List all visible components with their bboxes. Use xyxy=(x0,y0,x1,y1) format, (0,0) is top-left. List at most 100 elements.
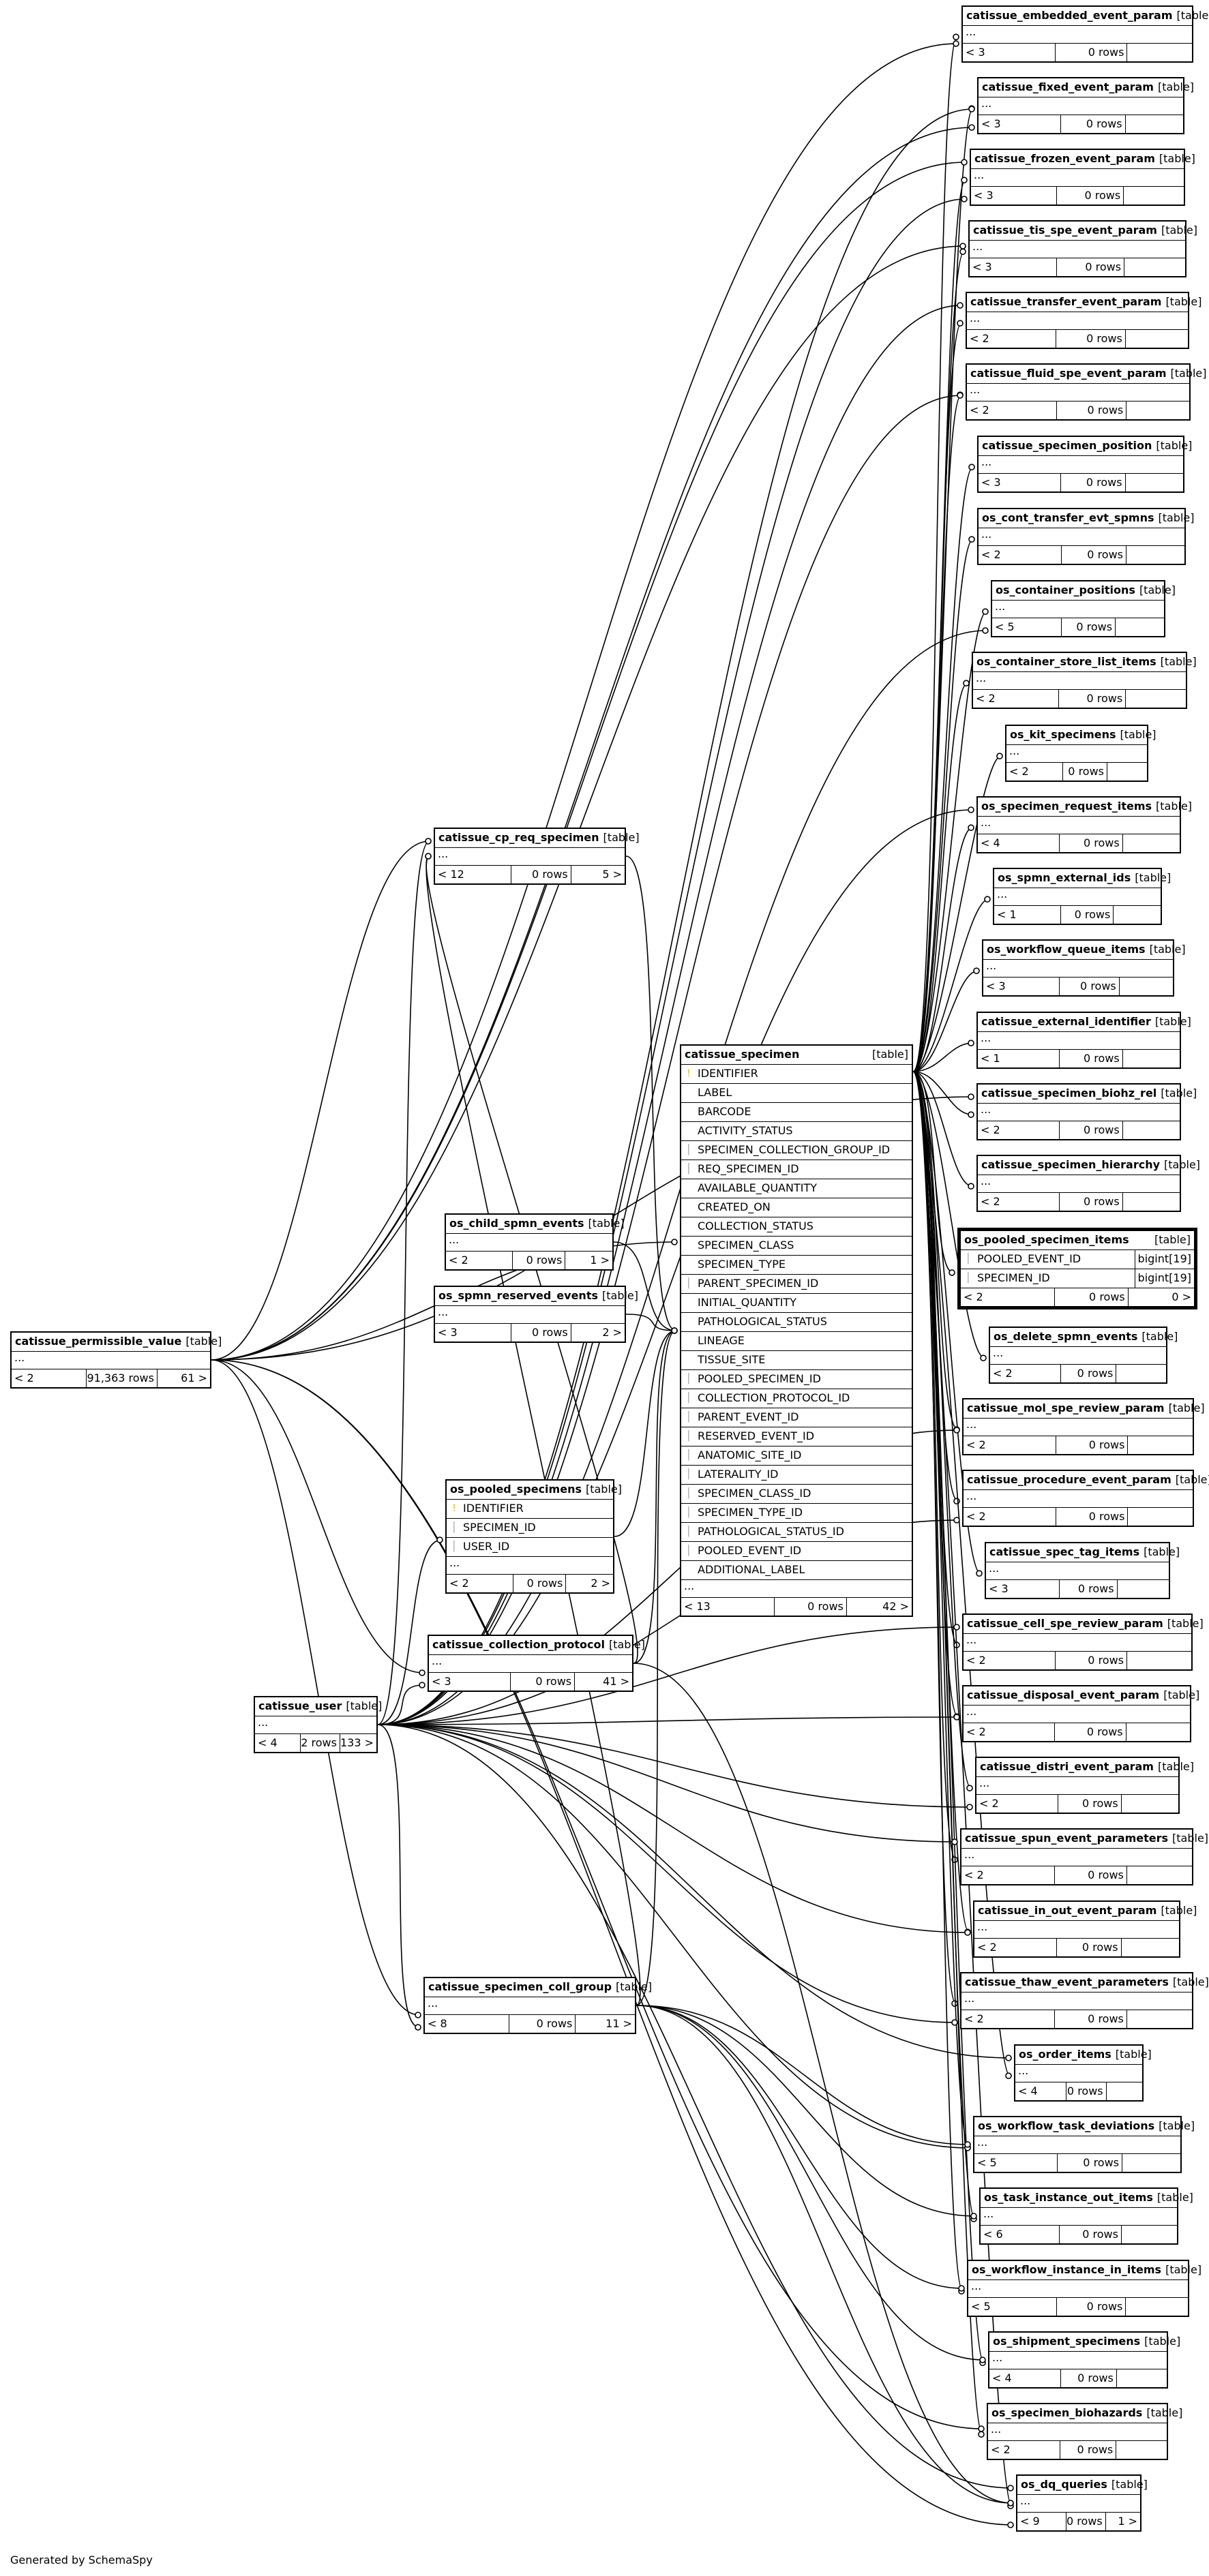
children-count[interactable]: < 2 xyxy=(967,401,1057,419)
table-catissue_procedure_event_param[interactable]: catissue_procedure_event_param[table]...… xyxy=(962,1470,1209,1527)
table-name[interactable]: os_cont_transfer_evt_spmns xyxy=(982,511,1154,524)
table-header[interactable]: os_workflow_queue_items[table] xyxy=(983,941,1186,960)
table-header[interactable]: catissue_cp_req_specimen[table] xyxy=(435,829,640,848)
table-name[interactable]: catissue_distri_event_param xyxy=(980,1760,1154,1773)
children-count[interactable]: < 2 xyxy=(446,1252,513,1269)
row-count[interactable]: 0 rows xyxy=(1057,401,1127,419)
parents-count[interactable] xyxy=(1128,1508,1193,1526)
children-count[interactable]: < 2 xyxy=(976,1795,1058,1813)
row-count[interactable]: 0 rows xyxy=(1058,2154,1122,2172)
parents-count[interactable]: 42 > xyxy=(882,1600,909,1613)
table-name[interactable]: catissue_cell_spe_review_param xyxy=(967,1617,1163,1630)
row-count[interactable]: 0 rows xyxy=(1057,2298,1126,2316)
row-count[interactable]: 0 rows xyxy=(1060,834,1123,852)
children-count[interactable]: < 13 xyxy=(681,1598,775,1616)
children-count[interactable]: < 2 xyxy=(967,330,1056,348)
children-count[interactable]: < 9 xyxy=(1017,2513,1066,2530)
table-header[interactable]: catissue_disposal_event_param[table] xyxy=(964,1686,1199,1706)
parents-count[interactable] xyxy=(1126,2298,1188,2316)
row-count[interactable]: 0 rows xyxy=(1060,2226,1122,2243)
children-count[interactable]: < 2 xyxy=(964,1508,1056,1526)
row-count[interactable]: 0 rows xyxy=(1066,2513,1106,2530)
parents-count[interactable] xyxy=(1124,258,1185,276)
children-count[interactable]: < 3 xyxy=(971,187,1058,204)
parents-count[interactable] xyxy=(1126,115,1183,133)
table-name[interactable]: catissue_mol_spe_review_param xyxy=(967,1401,1165,1414)
table-name[interactable]: catissue_fluid_spe_event_param xyxy=(970,367,1167,380)
children-count[interactable]: < 2 xyxy=(988,2441,1060,2459)
children-count[interactable]: < 2 xyxy=(961,1866,1055,1884)
parents-count[interactable] xyxy=(1116,618,1164,636)
table-name[interactable]: os_spmn_external_ids xyxy=(998,871,1131,884)
parents-count[interactable] xyxy=(1107,2082,1142,2100)
table-header[interactable]: os_specimen_biohazards[table] xyxy=(988,2404,1182,2423)
parents-count[interactable]: 2 > xyxy=(591,1577,610,1590)
table-header[interactable]: catissue_embedded_event_param[table] xyxy=(963,7,1209,26)
parents-count[interactable] xyxy=(1124,187,1184,204)
table-name[interactable]: os_pooled_specimens xyxy=(450,1483,582,1496)
table-name[interactable]: os_pooled_specimen_items xyxy=(964,1233,1129,1246)
row-count[interactable]: 0 rows xyxy=(1061,1365,1117,1382)
table-header[interactable]: catissue_spun_event_parameters[table] xyxy=(961,1830,1208,1849)
table-header[interactable]: os_task_instance_out_items[table] xyxy=(981,2189,1193,2208)
column-row[interactable]: ADDITIONAL_LABEL xyxy=(681,1561,912,1580)
row-count[interactable]: 0 rows xyxy=(509,2015,576,2033)
parents-count[interactable] xyxy=(1123,834,1180,852)
table-header[interactable]: os_delete_spmn_events[table] xyxy=(990,1328,1178,1347)
column-row[interactable]: │SPECIMEN_TYPE_ID xyxy=(681,1504,912,1523)
column-row[interactable]: │PARENT_EVENT_ID xyxy=(681,1408,912,1427)
column-row[interactable]: PATHOLOGICAL_STATUS xyxy=(681,1313,912,1332)
children-count[interactable]: < 2 xyxy=(964,1652,1056,1669)
table-catissue_thaw_event_parameters[interactable]: catissue_thaw_event_parameters[table]...… xyxy=(960,1972,1209,2029)
children-count[interactable]: < 4 xyxy=(255,1734,301,1752)
table-header[interactable]: catissue_permissible_value[table] xyxy=(12,1333,222,1352)
table-os_workflow_task_deviations[interactable]: os_workflow_task_deviations[table]...< 5… xyxy=(973,2116,1195,2173)
row-count[interactable]: 0 rows xyxy=(1056,1508,1129,1526)
table-name[interactable]: os_delete_spmn_events xyxy=(994,1330,1138,1343)
table-name[interactable]: catissue_procedure_event_param xyxy=(967,1473,1171,1486)
row-count[interactable]: 0 rows xyxy=(513,1252,566,1269)
row-count[interactable]: 0 rows xyxy=(1061,115,1126,133)
table-name[interactable]: os_container_positions xyxy=(996,584,1135,596)
table-name[interactable]: catissue_fixed_event_param xyxy=(982,80,1154,93)
parents-count[interactable] xyxy=(1126,1723,1190,1741)
column-row[interactable]: │LATERALITY_ID xyxy=(681,1466,912,1485)
table-name[interactable]: catissue_spec_tag_items xyxy=(989,1545,1140,1558)
table-os_pooled_specimens[interactable]: os_pooled_specimens[table]!IDENTIFIER│SP… xyxy=(445,1479,622,1594)
parents-count[interactable] xyxy=(1127,1652,1191,1669)
table-name[interactable]: os_workflow_task_deviations xyxy=(978,2119,1155,2132)
table-name[interactable]: catissue_frozen_event_param xyxy=(974,152,1155,165)
column-row[interactable]: │SPECIMEN_CLASS_ID xyxy=(681,1485,912,1504)
table-name[interactable]: os_workflow_instance_in_items xyxy=(972,2263,1162,2276)
children-count[interactable]: < 3 xyxy=(435,1324,512,1342)
column-row[interactable]: │POOLED_EVENT_ID xyxy=(681,1542,912,1561)
table-name[interactable]: catissue_collection_protocol xyxy=(432,1638,605,1651)
parents-count[interactable] xyxy=(1122,1939,1179,1956)
table-os_workflow_instance_in_items[interactable]: os_workflow_instance_in_items[table]...<… xyxy=(967,2260,1201,2317)
children-count[interactable]: < 5 xyxy=(974,2154,1058,2172)
row-count[interactable]: 0 rows xyxy=(1060,1050,1123,1067)
parents-count[interactable] xyxy=(1118,1580,1169,1598)
table-name[interactable]: catissue_thaw_event_parameters xyxy=(965,1975,1169,1988)
table-header[interactable]: catissue_frozen_event_param[table] xyxy=(971,150,1195,169)
table-header[interactable]: os_workflow_task_deviations[table] xyxy=(974,2117,1195,2136)
row-count[interactable]: 0 rows xyxy=(1060,1580,1118,1598)
table-catissue_embedded_event_param[interactable]: catissue_embedded_event_param[table]...<… xyxy=(961,5,1209,63)
table-name[interactable]: catissue_cp_req_specimen xyxy=(438,831,599,844)
table-header[interactable]: catissue_procedure_event_param[table] xyxy=(964,1471,1209,1490)
children-count[interactable]: < 6 xyxy=(981,2226,1060,2243)
children-count[interactable]: < 2 xyxy=(1006,763,1063,781)
table-header[interactable]: os_order_items[table] xyxy=(1015,2046,1152,2065)
row-count[interactable]: 0 rows xyxy=(1060,1121,1123,1139)
table-header[interactable]: os_shipment_specimens[table] xyxy=(989,2333,1180,2352)
children-count[interactable]: < 2 xyxy=(978,1121,1060,1139)
row-count[interactable]: 0 rows xyxy=(1055,1723,1126,1741)
